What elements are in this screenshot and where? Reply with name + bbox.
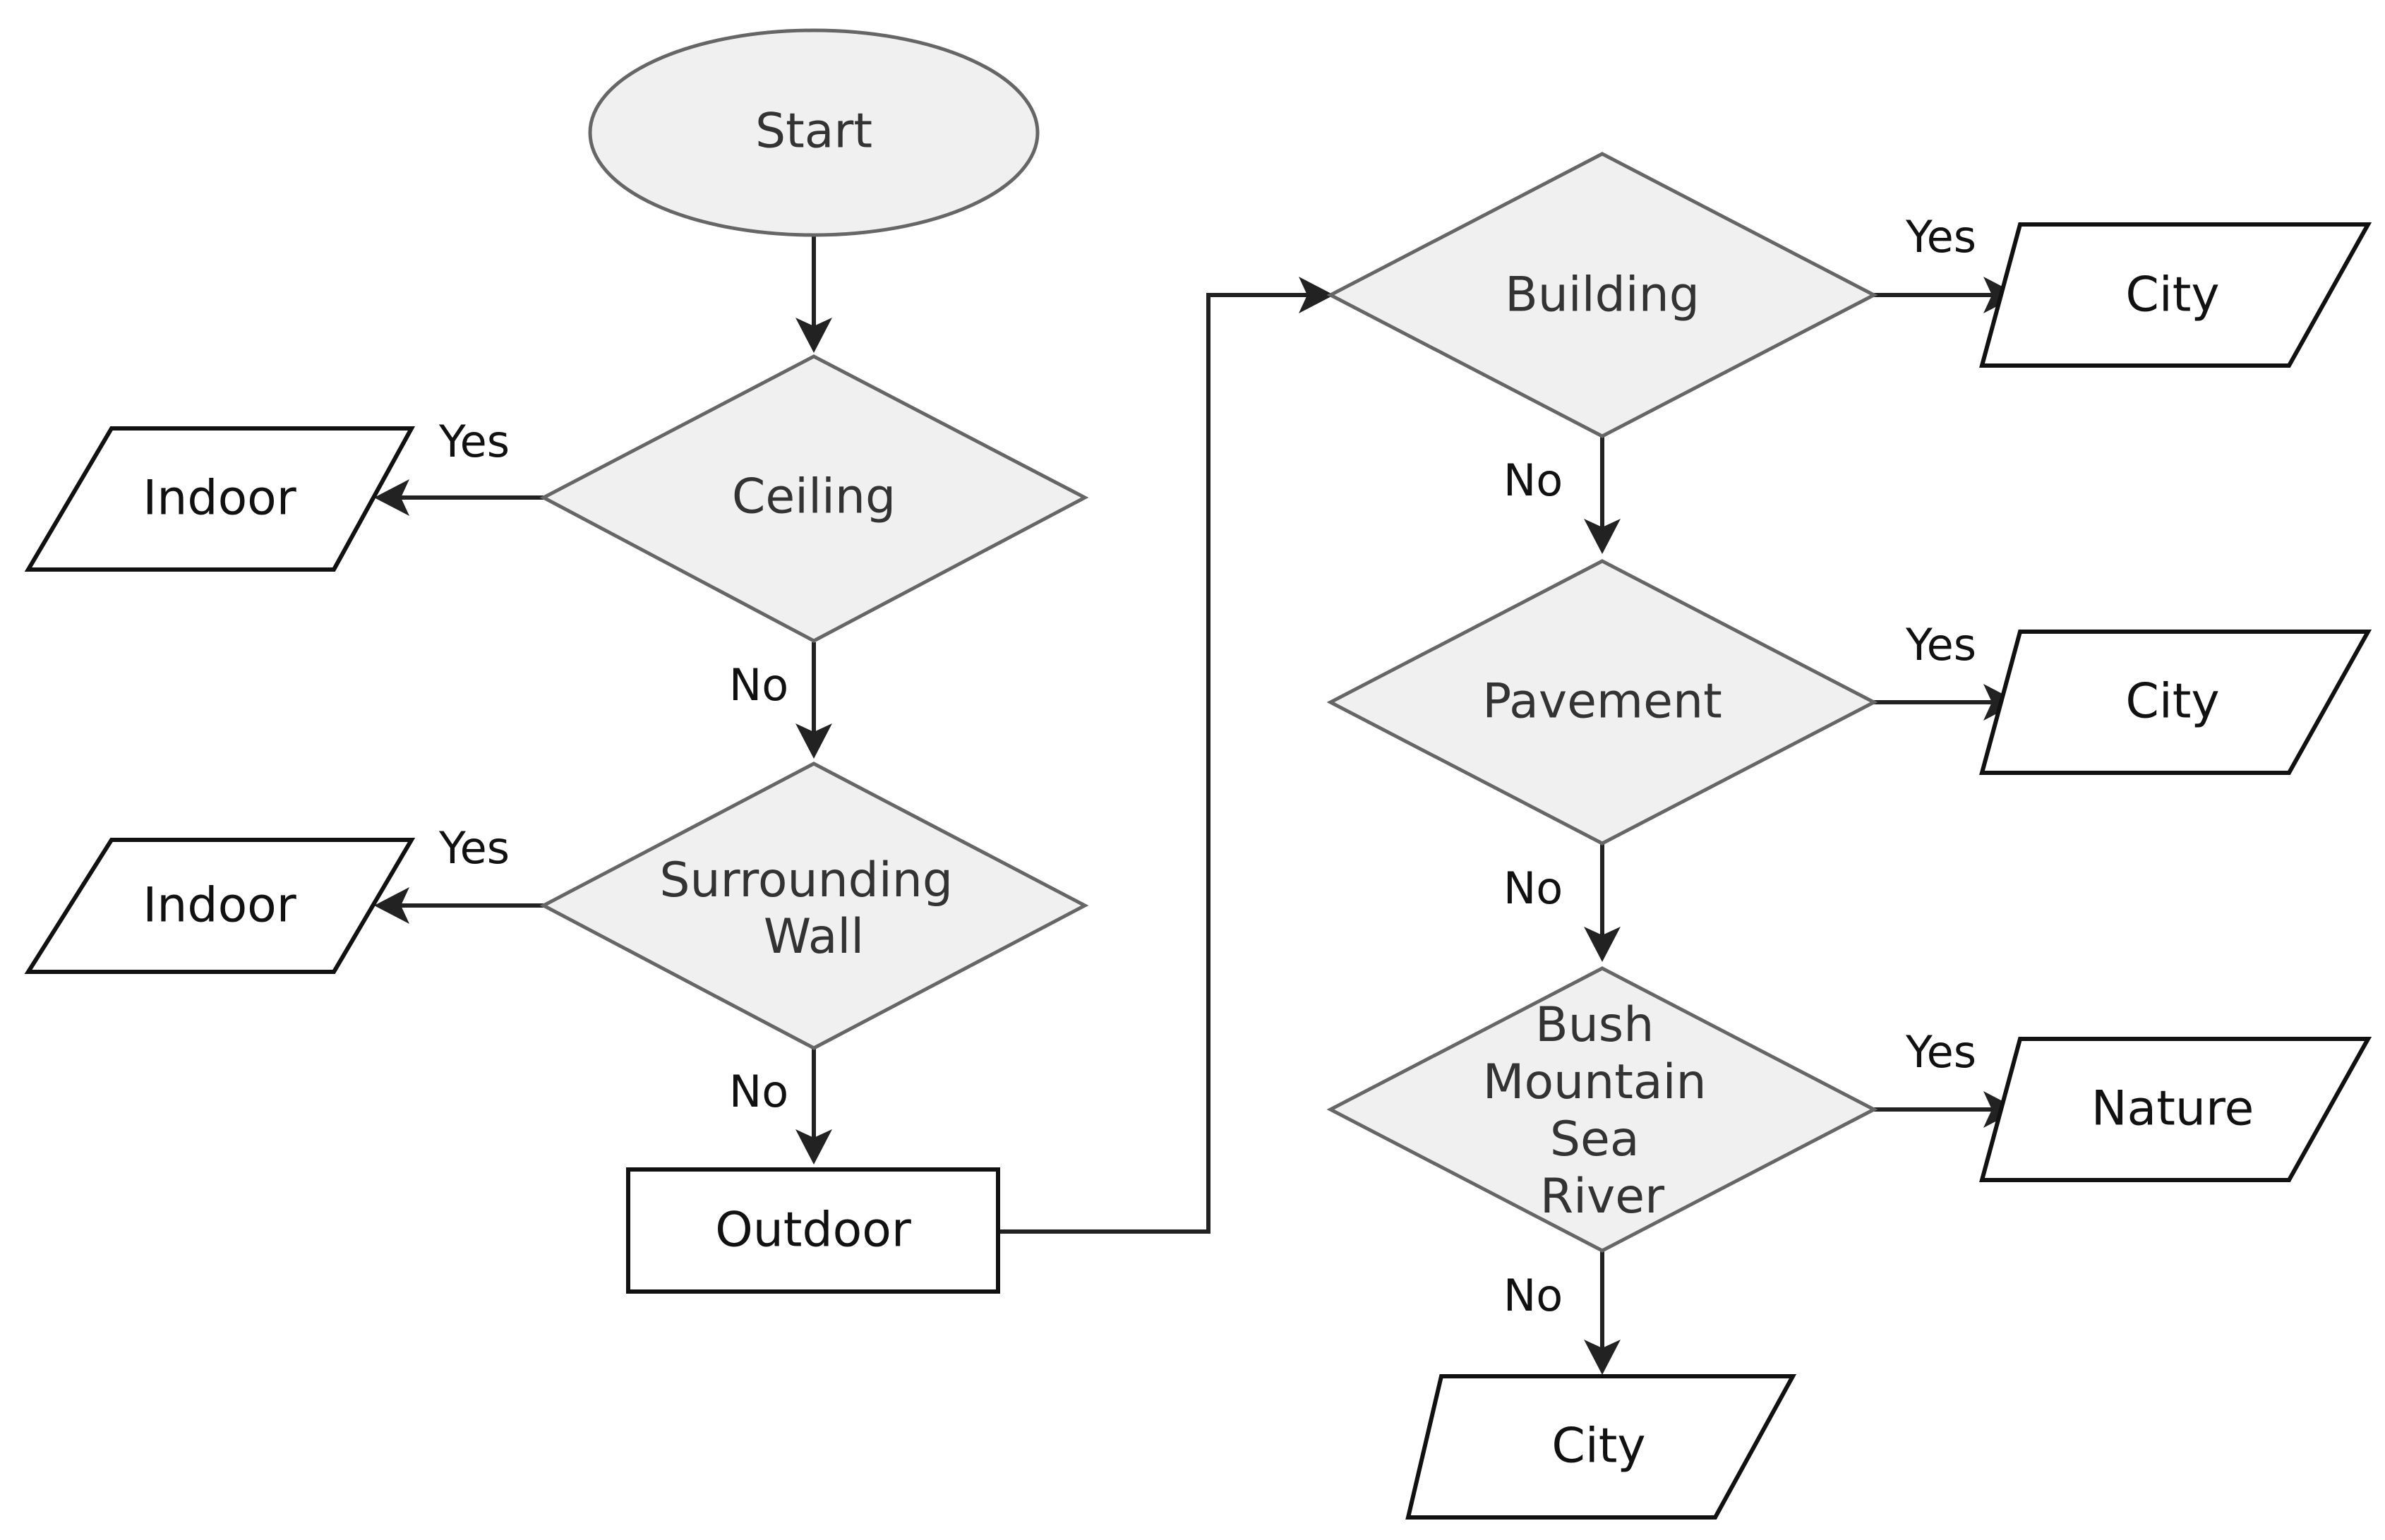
arrow-outdoor-to-building bbox=[1299, 277, 1334, 313]
ceiling-label: Ceiling bbox=[732, 469, 896, 525]
edge-labels: Yes No Yes No Yes No Yes No Yes No bbox=[438, 211, 1976, 1321]
building-label: Building bbox=[1505, 267, 1700, 323]
city-1-label: City bbox=[2125, 267, 2219, 323]
city-2-label: City bbox=[2125, 674, 2219, 730]
city-output-3: City bbox=[1405, 1374, 1797, 1520]
nature-no-label: No bbox=[1503, 1270, 1563, 1321]
arrow-wall-to-outdoor bbox=[795, 1129, 832, 1165]
arrow-ceiling-to-wall bbox=[795, 723, 832, 759]
nature-check-line-3: Sea bbox=[1550, 1112, 1640, 1167]
city-3-label: City bbox=[1551, 1419, 1645, 1474]
city-output-1: City bbox=[1979, 222, 2372, 368]
outdoor-label: Outdoor bbox=[715, 1203, 911, 1258]
pavement-label: Pavement bbox=[1482, 674, 1722, 730]
ceiling-no-label: No bbox=[729, 659, 788, 711]
arrow-ceiling-to-indoor-1 bbox=[374, 479, 409, 516]
surrounding-wall-label: Surrounding Wall bbox=[659, 853, 968, 965]
indoor-2-label: Indoor bbox=[143, 878, 296, 934]
outdoor-process: Outdoor bbox=[626, 1167, 1000, 1294]
nature-check-label: Bush Mountain Sea River bbox=[1483, 997, 1722, 1225]
building-no-label: No bbox=[1503, 455, 1563, 506]
nature-yes-label: Yes bbox=[1905, 1026, 1976, 1078]
edge-outdoor-to-building bbox=[999, 293, 1316, 1234]
nature-check-line-2: Mountain bbox=[1483, 1054, 1707, 1110]
edges bbox=[374, 236, 2019, 1375]
nature-check-decision: Bush Mountain Sea River bbox=[1326, 966, 1878, 1253]
ceiling-yes-label: Yes bbox=[438, 416, 510, 467]
start-node: Start bbox=[588, 28, 1040, 237]
indoor-output-2: Indoor bbox=[24, 838, 416, 974]
nature-label: Nature bbox=[2091, 1081, 2254, 1137]
building-yes-label: Yes bbox=[1905, 211, 1976, 263]
surrounding-wall-line-1: Surrounding bbox=[659, 853, 953, 908]
surrounding-wall-decision: Surrounding Wall bbox=[539, 762, 1089, 1050]
arrow-start-to-ceiling bbox=[795, 318, 832, 353]
indoor-1-label: Indoor bbox=[143, 471, 296, 527]
nature-output: Nature bbox=[1979, 1037, 2372, 1182]
start-label: Start bbox=[755, 104, 872, 160]
arrow-pavement-to-nature-check bbox=[1584, 927, 1621, 962]
building-decision: Building bbox=[1326, 152, 1878, 438]
nature-check-line-1: Bush bbox=[1535, 997, 1654, 1053]
city-output-2: City bbox=[1979, 630, 2372, 775]
pavement-decision: Pavement bbox=[1326, 559, 1878, 846]
ceiling-decision: Ceiling bbox=[539, 354, 1089, 643]
wall-no-label: No bbox=[729, 1066, 788, 1117]
pavement-yes-label: Yes bbox=[1905, 619, 1976, 670]
surrounding-wall-line-2: Wall bbox=[764, 909, 864, 965]
pavement-no-label: No bbox=[1503, 862, 1563, 914]
wall-yes-label: Yes bbox=[438, 822, 510, 874]
indoor-output-1: Indoor bbox=[24, 426, 416, 572]
arrow-nature-check-to-city-3 bbox=[1584, 1340, 1621, 1375]
nature-check-line-4: River bbox=[1540, 1169, 1664, 1225]
arrow-building-to-pavement bbox=[1584, 519, 1621, 554]
arrow-wall-to-indoor-2 bbox=[374, 887, 409, 924]
